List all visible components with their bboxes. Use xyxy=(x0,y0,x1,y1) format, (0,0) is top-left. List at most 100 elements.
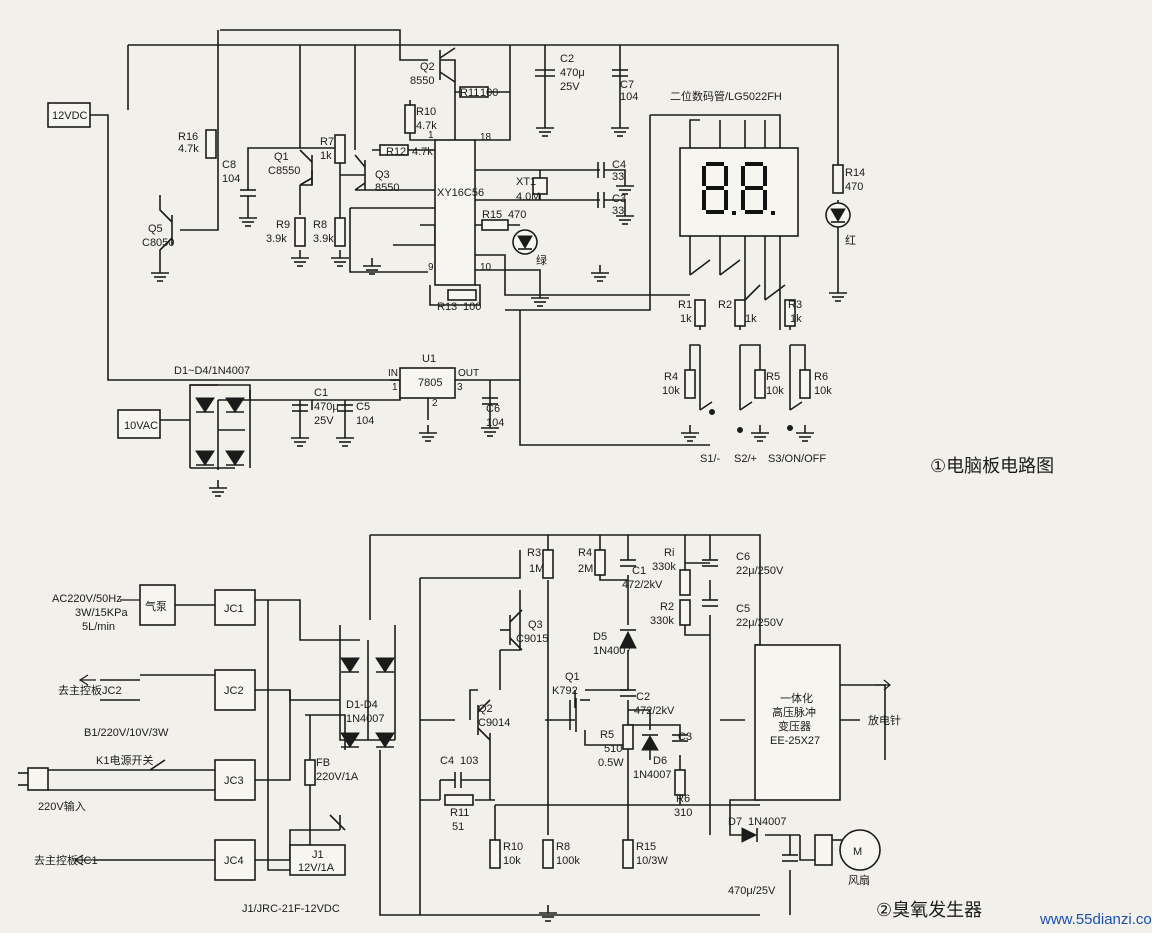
label-c4: C4 xyxy=(440,755,454,767)
hv-transformer-box xyxy=(754,644,841,801)
label-fb: FB xyxy=(316,757,330,769)
value-r10: 10k xyxy=(503,855,521,867)
arrow-needle xyxy=(875,679,891,691)
label-q2: Q2 xyxy=(420,61,435,73)
value-r4: 10k xyxy=(662,385,680,397)
value-c8: 104 xyxy=(222,173,240,185)
label-transformer-2: 高压脉冲 xyxy=(772,705,816,719)
value-j1: 12V/1A xyxy=(298,862,335,874)
fuse-fb xyxy=(304,759,316,786)
r2-body xyxy=(734,299,746,327)
label-jc4: JC4 xyxy=(224,855,244,867)
value-r12: 4.7k xyxy=(412,146,433,158)
label-c1: C1 xyxy=(314,387,328,399)
r1-body xyxy=(694,299,706,327)
label-c1: C1 xyxy=(632,565,646,577)
value-r16: 4.7k xyxy=(178,143,199,155)
u1-pin-2: 2 xyxy=(432,398,438,409)
label-s1: S1/- xyxy=(700,453,721,465)
voltage-c1: 25V xyxy=(314,415,334,427)
label-r6: R6 xyxy=(814,371,828,383)
value-c1: 470μ xyxy=(314,401,339,413)
r4-body xyxy=(594,549,606,576)
ri-body xyxy=(679,569,691,596)
label-motor: M xyxy=(853,846,862,858)
value-r6: 310 xyxy=(674,807,692,819)
r2-body xyxy=(679,599,691,626)
value-c7: 104 xyxy=(620,91,638,103)
value-r5: 10k xyxy=(766,385,784,397)
value-c6: 104 xyxy=(486,417,504,429)
label-r5: R5 xyxy=(766,371,780,383)
r9-body xyxy=(294,217,306,247)
label-r7: R7 xyxy=(320,136,334,148)
label-jc3: JC3 xyxy=(224,775,244,787)
computer-board-circuit: 12VDC 10VAC R16 4.7k C8 104 Q5 C8050 Q1 … xyxy=(47,29,1054,497)
r14-body xyxy=(832,164,844,194)
label-green-led: 绿 xyxy=(536,253,547,267)
value-c5: 104 xyxy=(356,415,374,427)
jc2-box xyxy=(214,669,256,711)
label-red-led: 红 xyxy=(845,234,856,247)
ic-pin-9: 9 xyxy=(428,262,434,273)
label-r15: R15 xyxy=(482,209,502,221)
value-u1: 7805 xyxy=(418,377,442,389)
value-r11: 51 xyxy=(452,821,464,833)
circuit1-labels: 12VDC 10VAC R16 4.7k C8 104 Q5 C8050 Q1 … xyxy=(52,53,1054,476)
value-r15: 10/3W xyxy=(636,855,668,867)
label-to-main-jc2: 去主控板JC2 xyxy=(58,683,122,697)
label-12vdc: 12VDC xyxy=(52,110,88,122)
circuit2-diodes xyxy=(619,629,758,843)
label-ac-input-2: 3W/15KPa xyxy=(75,607,128,619)
label-jc1: JC1 xyxy=(224,603,244,615)
ozone-generator-circuit: AC220V/50Hz 3W/15KPa 5L/min 气泵 JC1 JC2 J… xyxy=(18,534,982,922)
label-transformer-1: 一体化 xyxy=(780,691,813,705)
value-q5: C8050 xyxy=(142,237,174,249)
jc1-box xyxy=(214,589,256,626)
label-r8: R8 xyxy=(313,219,327,231)
label-xt1: XT1 xyxy=(516,176,536,188)
value-xt1: 4.0M xyxy=(516,191,540,203)
value-bridge2: 1N4007 xyxy=(346,713,385,725)
label-u1: U1 xyxy=(422,353,436,365)
arrow-jc1 xyxy=(73,854,95,866)
r10-body xyxy=(489,839,501,869)
caption-circuit2: ②臭氧发生器 xyxy=(876,900,982,920)
value-q2: C9014 xyxy=(478,717,510,729)
value-r11: 100 xyxy=(480,87,498,99)
value-r2: 1k xyxy=(745,313,757,325)
label-q1: Q1 xyxy=(565,671,580,683)
value-r1: 1k xyxy=(680,313,692,325)
label-ac-input-1: AC220V/50Hz xyxy=(52,593,122,605)
label-needle: 放电针 xyxy=(868,713,901,727)
label-r12: R12 xyxy=(386,146,406,158)
value-c5: 22μ/250V xyxy=(736,617,784,629)
value-c3: 33 xyxy=(612,205,624,217)
r16-body xyxy=(205,129,217,159)
value-r15: 470 xyxy=(508,209,526,221)
label-c6: C6 xyxy=(736,551,750,563)
label-transformer-4: EE-25X27 xyxy=(770,735,820,747)
value-q3: 8550 xyxy=(375,182,399,194)
r6-body xyxy=(799,369,811,399)
value-r6: 10k xyxy=(814,385,832,397)
r3-body xyxy=(784,299,796,327)
value-r8: 3.9k xyxy=(313,233,334,245)
label-220v-input: 220V输入 xyxy=(38,799,86,813)
label-r3: R3 xyxy=(788,299,802,311)
circuit1-transistors xyxy=(159,47,456,265)
u1-pin-3: 3 xyxy=(457,382,463,393)
label-r5: R5 xyxy=(600,729,614,741)
value-d7: 1N4007 xyxy=(748,816,787,828)
value-q1: C8550 xyxy=(268,165,300,177)
green-led xyxy=(512,229,538,255)
value-r8: 100k xyxy=(556,855,580,867)
value-fb: 220V/1A xyxy=(316,771,359,783)
arrow-jc2 xyxy=(78,674,96,686)
circuit2-resistors xyxy=(304,549,691,869)
label-r1: R1 xyxy=(678,299,692,311)
label-ic: XY16C56 xyxy=(437,187,484,199)
label-r4: R4 xyxy=(664,371,678,383)
circuit2-labels: AC220V/50Hz 3W/15KPa 5L/min 气泵 JC1 JC2 J… xyxy=(34,547,982,920)
